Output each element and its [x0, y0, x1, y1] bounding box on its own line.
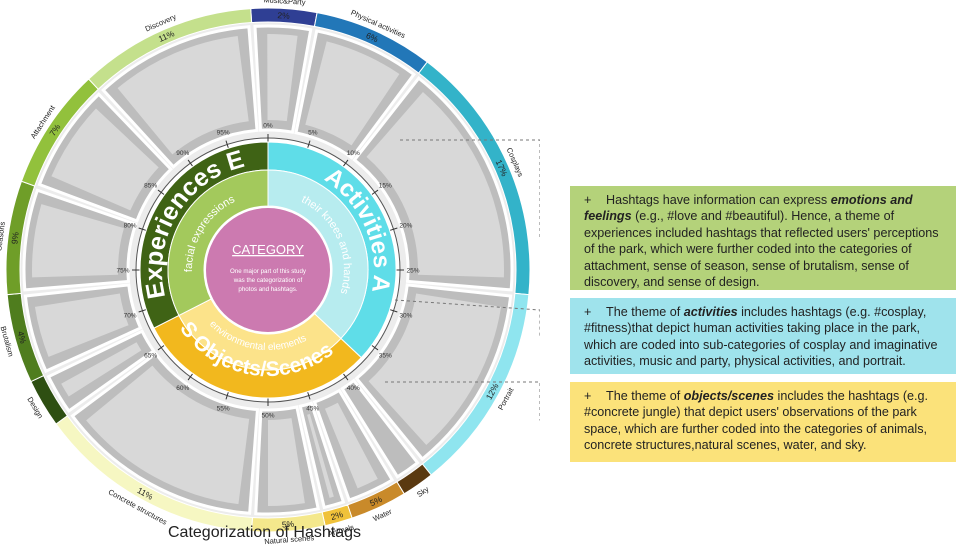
- note-text: (e.g., #love and #beautiful). Hence, a t…: [584, 209, 939, 290]
- subtheme-ring: [167, 169, 369, 371]
- percent-tick-label: 95%: [217, 130, 230, 137]
- percent-tick-label: 10%: [347, 150, 360, 157]
- note-bullet: +: [584, 193, 592, 207]
- hashtag-block-inner: [31, 204, 124, 278]
- hashtag-block-inner: [307, 414, 334, 498]
- percent-tick-label: 55%: [217, 405, 230, 412]
- hashtag-block-inner: [34, 293, 129, 357]
- percent-tick: [371, 344, 379, 351]
- percent-tick: [389, 309, 398, 313]
- percent-tick-label: 30%: [399, 312, 412, 319]
- note-objects: + The theme of objects/scenes includes th…: [570, 382, 956, 462]
- category-name-label: Sky: [415, 484, 431, 499]
- percent-tick-label: 50%: [261, 413, 274, 420]
- percent-tick-label: 5%: [308, 130, 318, 137]
- category-value-label: 2%: [277, 10, 290, 21]
- percent-tick: [157, 344, 165, 351]
- category-name-label: Music&Party: [263, 0, 306, 7]
- category-value-label: 5%: [281, 519, 294, 530]
- note-text: includes the hashtags (e.g. #concrete ju…: [584, 389, 929, 453]
- percent-tick: [307, 391, 311, 400]
- note-emphasis: activities: [683, 305, 738, 319]
- center-title: CATEGORY: [232, 242, 304, 257]
- note-text: includes hashtags (e.g. #cosplay, #fitne…: [584, 305, 938, 369]
- percent-tick-label: 20%: [399, 223, 412, 230]
- center-text-line: was the categorization of: [233, 277, 303, 284]
- percent-tick-label: 70%: [124, 312, 137, 319]
- note-bullet: +: [584, 389, 592, 403]
- category-name-label: Natural scenes: [264, 533, 315, 546]
- hashtag-block: [340, 378, 420, 479]
- hashtag-block-inner: [51, 108, 159, 211]
- outer-category-arc: [87, 8, 253, 90]
- category-value-label: 4%: [16, 330, 29, 345]
- percent-tick-label: 65%: [144, 353, 157, 360]
- percent-tick-label: 25%: [406, 268, 419, 275]
- percent-tick: [225, 140, 229, 149]
- category-name-label: Seasons: [0, 221, 7, 251]
- subtheme-arc: [267, 169, 369, 340]
- percent-tick-label: 80%: [124, 223, 137, 230]
- subtheme-arc: [167, 169, 269, 317]
- hashtag-block-inner: [305, 41, 400, 146]
- center-text-line: photos and hashtags.: [238, 286, 297, 293]
- percent-tick-label: 60%: [176, 385, 189, 392]
- percent-tick: [371, 189, 379, 196]
- hashtag-block-inner: [267, 34, 298, 122]
- percent-tick: [307, 140, 311, 149]
- percent-tick-label: 45%: [306, 405, 319, 412]
- note-connectors: [385, 139, 540, 421]
- hashtag-block-inner: [117, 35, 249, 155]
- percent-tick: [157, 189, 165, 196]
- percent-tick: [138, 227, 147, 231]
- note-text: Hashtags have information can express: [606, 193, 831, 207]
- percent-tick-label: 90%: [176, 150, 189, 157]
- percent-tick-label: 40%: [347, 385, 360, 392]
- note-emphasis: objects/scenes: [683, 389, 775, 403]
- note-text: The theme of: [606, 389, 684, 403]
- percent-tick: [342, 373, 349, 381]
- hashtag-gray-ring: [22, 24, 514, 516]
- hashtag-block-inner: [268, 418, 305, 506]
- percent-tick: [138, 309, 147, 313]
- percent-tick: [225, 391, 229, 400]
- category-value-label: 9%: [9, 231, 21, 245]
- note-emphasis: emotions and feelings: [584, 193, 913, 224]
- percent-tick: [187, 373, 194, 381]
- center-text-line: One major part of this study: [230, 268, 307, 275]
- percent-tick-label: 15%: [379, 182, 392, 189]
- note-activities: + The theme of activities includes hashta…: [570, 298, 956, 374]
- hashtag-block-inner: [368, 293, 502, 446]
- percent-tick: [389, 227, 398, 231]
- percent-tick-label: 0%: [263, 123, 273, 130]
- note-bullet: +: [584, 305, 592, 319]
- center-disc: [206, 208, 330, 332]
- percent-tick-label: 75%: [116, 268, 129, 275]
- percent-tick-label: 35%: [379, 353, 392, 360]
- hashtag-block-inner: [366, 91, 504, 278]
- note-text: The theme of: [606, 305, 684, 319]
- percent-tick-label: 85%: [144, 182, 157, 189]
- percent-tick: [342, 159, 349, 167]
- hashtag-block-inner: [324, 402, 378, 489]
- percent-tick: [187, 159, 194, 167]
- note-experiences: + Hashtags have information can express e…: [570, 186, 956, 290]
- category-value-label: 5%: [368, 494, 384, 508]
- category-value-label: 6%: [365, 30, 381, 44]
- hashtag-block-inner: [61, 342, 142, 397]
- category-value-label: 2%: [330, 509, 345, 522]
- hashtag-block-inner: [86, 365, 250, 505]
- chart-caption: Categorization of Hashtags: [168, 524, 361, 541]
- center-circle: CATEGORY One major part of this study wa…: [206, 208, 330, 332]
